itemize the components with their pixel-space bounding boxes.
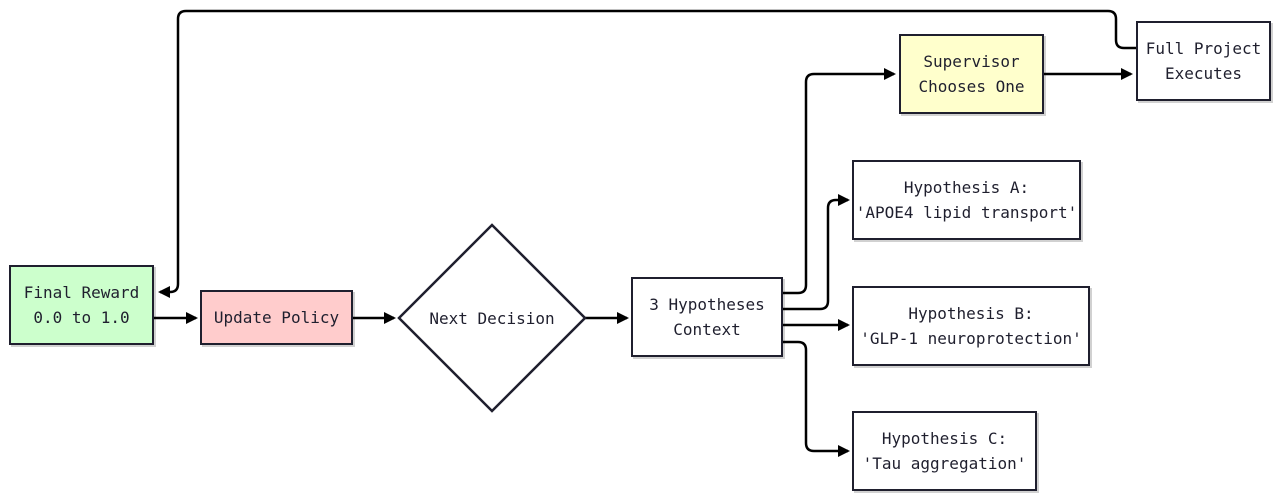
supervisor-node: Supervisor Chooses One bbox=[899, 34, 1044, 114]
next-decision-diamond bbox=[397, 223, 587, 413]
hypotheses-context-node: 3 Hypotheses Context bbox=[631, 277, 783, 357]
hypothesis-c-title: Hypothesis C: bbox=[881, 429, 1008, 448]
hypothesis-a-node: Hypothesis A: 'APOE4 lipid transport' bbox=[852, 160, 1081, 240]
update-policy-label: Update Policy bbox=[213, 308, 340, 327]
update-policy-node: Update Policy bbox=[200, 290, 353, 345]
hypothesis-b-description: 'GLP-1 neuroprotection' bbox=[860, 329, 1082, 348]
hypothesis-b-title: Hypothesis B: bbox=[908, 304, 1034, 323]
edge-context-to-supervisor bbox=[783, 68, 896, 295]
next-decision-label: Next Decision bbox=[429, 308, 555, 328]
final-reward-title: Final Reward bbox=[23, 283, 140, 302]
edge-project-to-reward bbox=[158, 9, 1137, 298]
supervisor-subtitle: Chooses One bbox=[918, 77, 1025, 96]
full-project-node: Full Project Executes bbox=[1136, 21, 1271, 101]
edge-context-to-hypothesis-c bbox=[783, 340, 850, 457]
hypothesis-c-node: Hypothesis C: 'Tau aggregation' bbox=[852, 411, 1037, 491]
hypothesis-a-description: 'APOE4 lipid transport' bbox=[855, 203, 1078, 222]
hypothesis-a-title: Hypothesis A: bbox=[903, 178, 1030, 197]
final-reward-node: Final Reward 0.0 to 1.0 bbox=[9, 265, 154, 345]
hypothesis-c-description: 'Tau aggregation' bbox=[862, 454, 1027, 473]
supervisor-title: Supervisor bbox=[923, 52, 1020, 71]
hypotheses-context-title: 3 Hypotheses bbox=[649, 295, 765, 314]
full-project-subtitle: Executes bbox=[1164, 64, 1243, 83]
full-project-title: Full Project bbox=[1145, 39, 1262, 58]
next-decision-label-box: Next Decision bbox=[420, 303, 564, 333]
hypotheses-context-subtitle: Context bbox=[673, 320, 741, 339]
edge-context-to-hypothesis-a bbox=[783, 194, 850, 311]
hypothesis-b-node: Hypothesis B: 'GLP-1 neuroprotection' bbox=[852, 286, 1090, 366]
final-reward-range: 0.0 to 1.0 bbox=[33, 308, 130, 327]
